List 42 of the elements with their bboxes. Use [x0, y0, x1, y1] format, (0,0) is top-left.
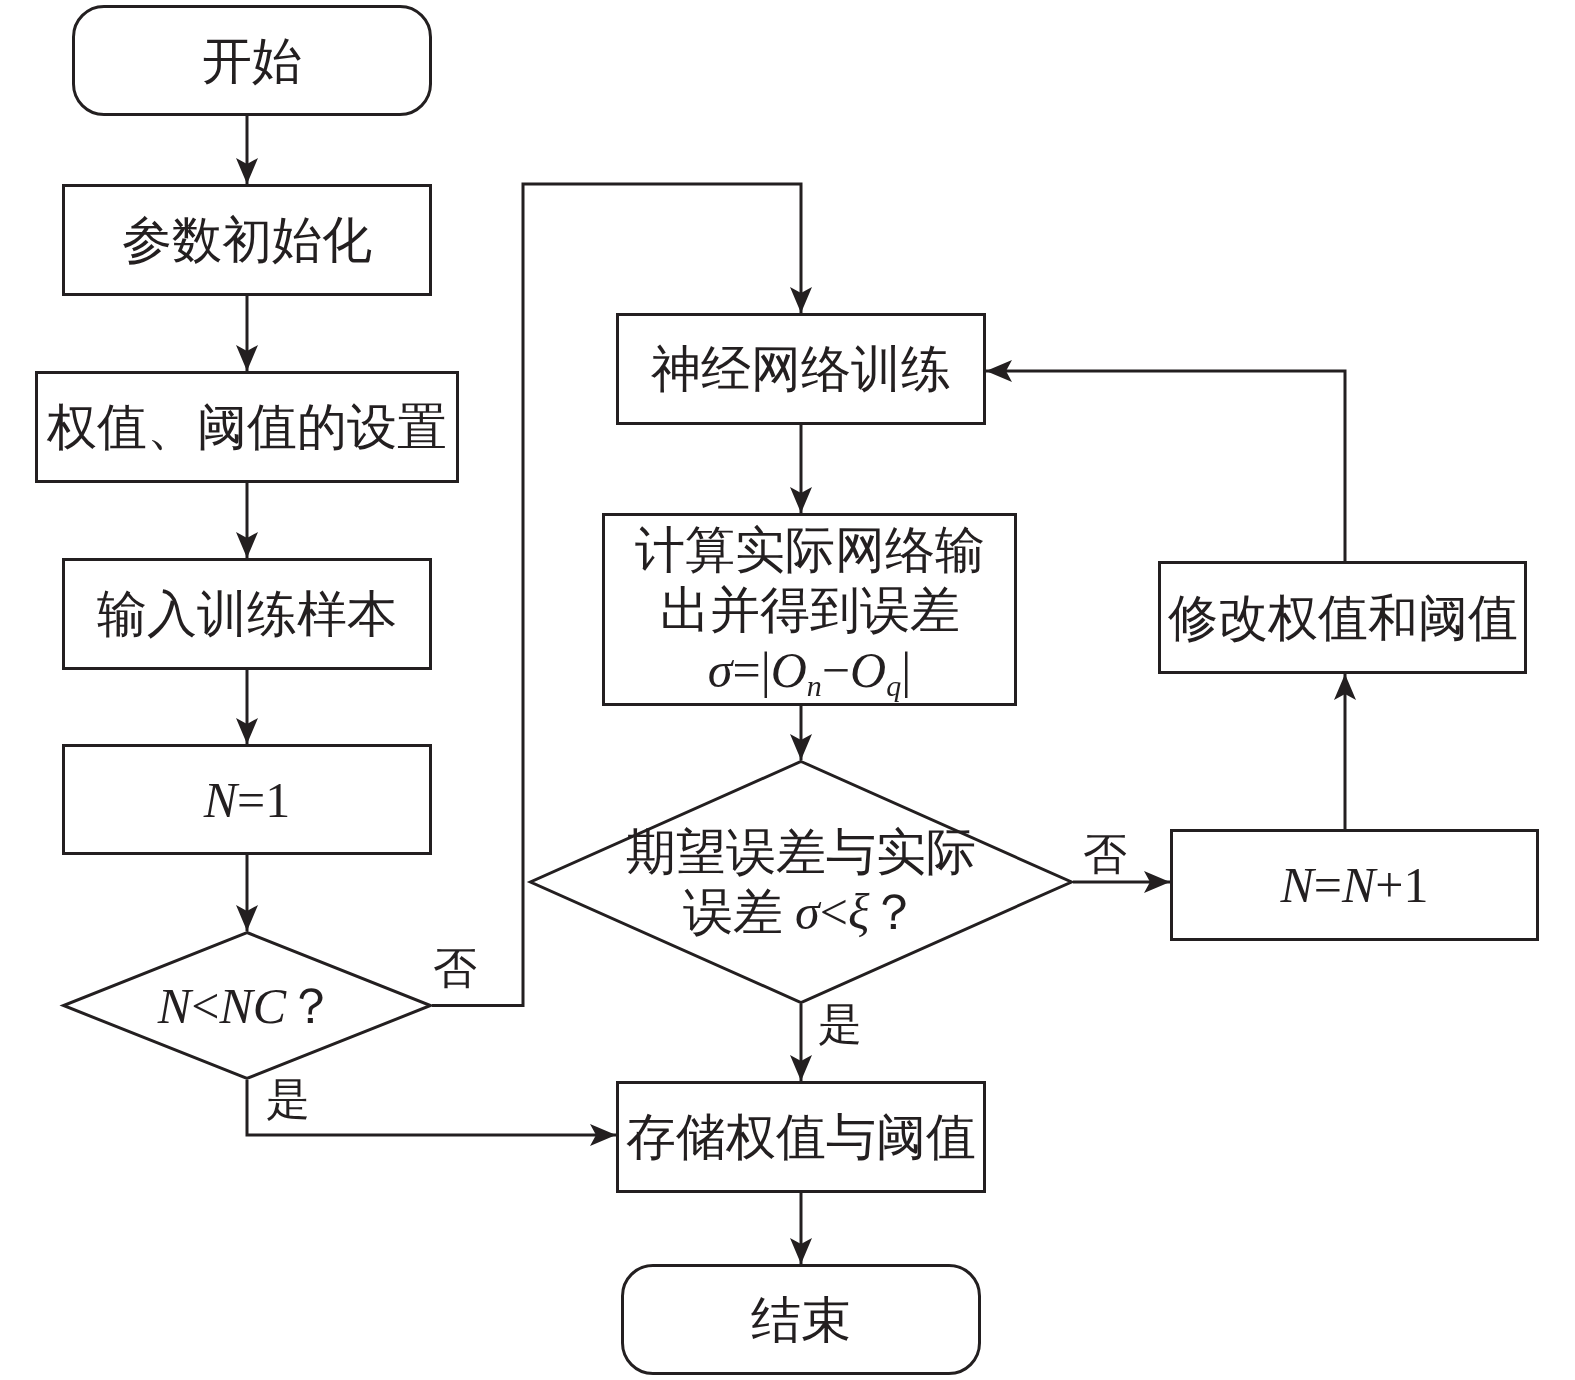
edge-label: 否: [1081, 833, 1129, 877]
decision-diamond: [62, 931, 432, 1080]
terminal-box: [621, 1264, 981, 1375]
arrow: [236, 483, 258, 558]
decision-diamond: [529, 760, 1073, 1004]
terminal-text: 结束: [751, 1290, 851, 1350]
condition-text: N<NC？: [157, 976, 337, 1036]
step-text: 输入训练样本: [97, 585, 397, 644]
arrow: [790, 1004, 812, 1081]
step-text: N=N+1: [1280, 856, 1429, 915]
arrow: [236, 296, 258, 371]
arrow: [1334, 674, 1356, 829]
arrow: [236, 855, 258, 931]
process-box: [1170, 829, 1539, 941]
process-box: [62, 184, 432, 296]
step-text: N=1: [203, 770, 291, 830]
step-text: 权值、阈值的设置: [47, 398, 447, 457]
arrow: [245, 1080, 616, 1146]
edge-label: 否: [431, 947, 479, 991]
process-box: [602, 513, 1017, 706]
process-box: [62, 744, 432, 855]
condition-text: 期望误差与实际误差 σ<ξ？: [625, 823, 977, 942]
arrow: [1073, 871, 1170, 893]
step-text: 参数初始化: [122, 211, 372, 270]
process-box: [62, 558, 432, 670]
arrow: [236, 116, 258, 184]
step-text: σ=|O$_{n}$−O$_{q}$|: [707, 640, 912, 700]
process-box: [616, 1081, 986, 1193]
process-box: [35, 371, 459, 483]
arrow: [790, 425, 812, 513]
arrow: [986, 360, 1347, 561]
arrow: [432, 182, 812, 1007]
process-box: [1158, 561, 1527, 674]
arrow: [236, 670, 258, 744]
step-text: 存储权值与阈值: [626, 1108, 976, 1167]
process-box: [616, 313, 986, 425]
arrow: [790, 1193, 812, 1264]
terminal-text: 开始: [202, 31, 302, 91]
arrow: [790, 706, 812, 760]
step-text: 修改权值和阈值: [1167, 588, 1518, 648]
terminal-box: [72, 5, 432, 116]
step-text: 神经网络训练: [651, 340, 951, 399]
